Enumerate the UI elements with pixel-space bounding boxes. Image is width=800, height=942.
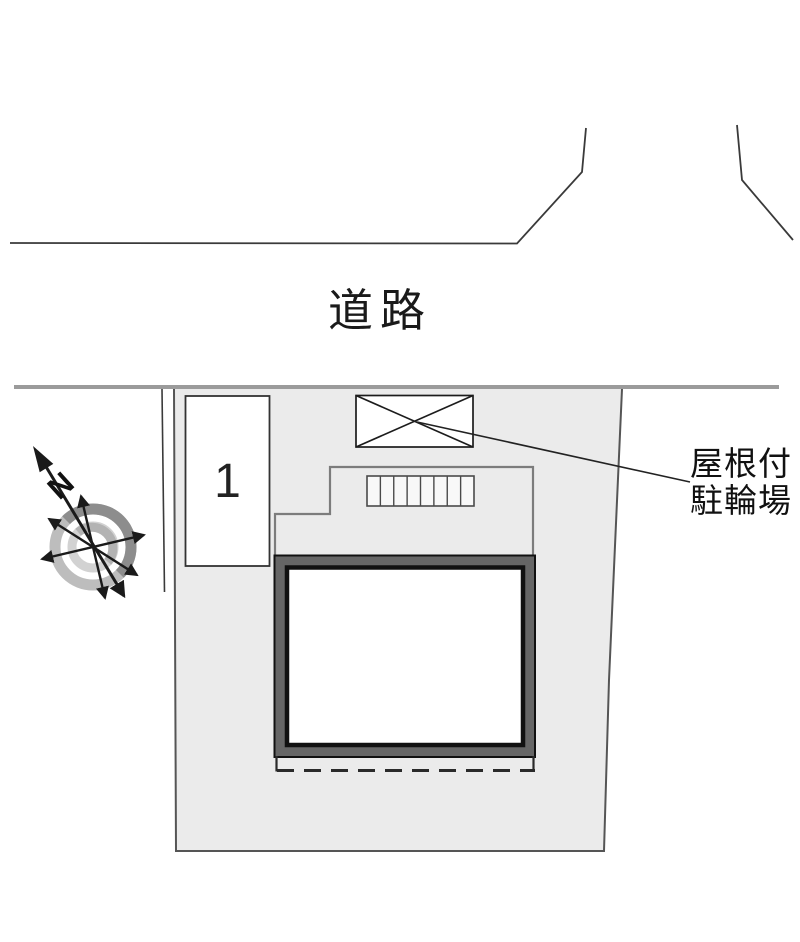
bike-rack-slots xyxy=(379,476,462,506)
site-boundary-line xyxy=(173,388,623,852)
north-arrow-shaft xyxy=(43,464,126,599)
road-edge-left-line xyxy=(9,127,587,245)
bike-shed-x-diagonal-2 xyxy=(355,394,474,448)
bike-shed-label-line2: 駐輪場 xyxy=(690,482,792,519)
building xyxy=(273,554,536,758)
bike-shed-leader-line xyxy=(416,421,691,483)
road-upper-edge-lines xyxy=(9,124,794,245)
north-arrow xyxy=(33,446,126,599)
building-inner-wall xyxy=(284,565,526,748)
covered-bike-shed xyxy=(355,394,474,448)
road-label: 道路 xyxy=(327,285,432,336)
compass-rose xyxy=(33,446,146,600)
building-entrance-outline xyxy=(273,465,535,556)
bike-shed-label: 屋根付 駐輪場 xyxy=(690,445,792,519)
road-edge-right-line xyxy=(736,124,794,241)
bike-shed-label-line1: 屋根付 xyxy=(690,445,792,482)
parking-space-number: 1 xyxy=(214,454,241,508)
setback-dashed-line xyxy=(275,756,535,772)
parking-space-1 xyxy=(184,395,271,567)
bike-rack xyxy=(366,475,475,507)
parcel-side-line xyxy=(161,388,166,593)
north-arrowhead-icon xyxy=(33,446,54,473)
